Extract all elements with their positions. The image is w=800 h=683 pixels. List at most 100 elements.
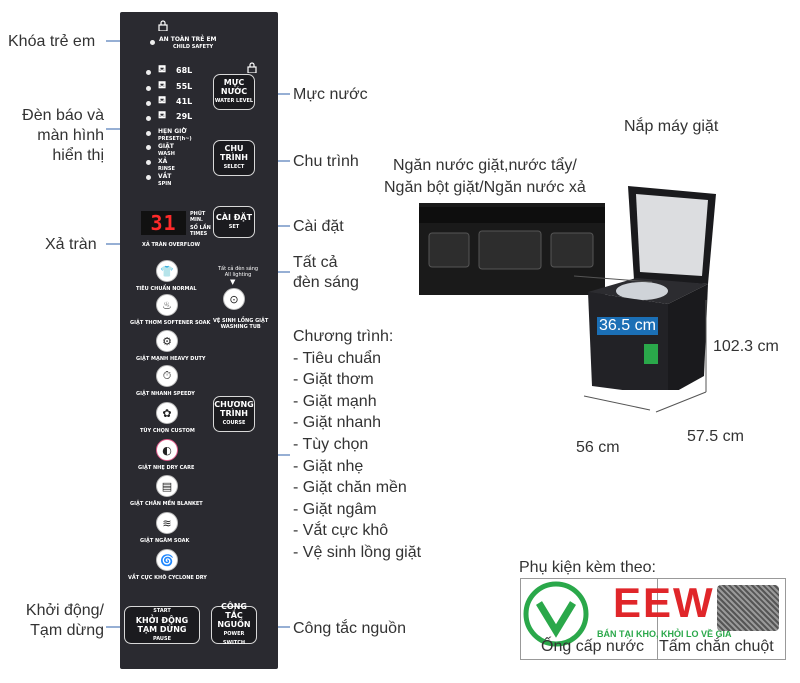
callout-drawer: Ngăn nước giặt,nước tẩy/ Ngăn bột giặt/N… — [384, 155, 586, 199]
overflow-label: XẢ TRÀN OVERFLOW — [142, 242, 200, 248]
program-list-item: - Giặt ngâm — [293, 500, 377, 518]
bucket-icon: ⛾ — [158, 95, 167, 106]
program-list-item: - Giặt mạnh — [293, 392, 377, 410]
dry-care-program-icon: ◐ — [156, 439, 178, 461]
speedy-program-icon: ⏱ — [156, 365, 178, 387]
mouse-guard-image — [717, 585, 779, 631]
spin-led — [146, 175, 151, 180]
program-label: GIẶT NHẸ DRY CARE — [138, 465, 195, 471]
spin-en: SPIN — [158, 181, 172, 187]
callout-programs: Chương trình: - Tiêu chuẩn - Giặt thơm -… — [293, 326, 421, 564]
program-list-item: - Giặt thơm — [293, 371, 374, 389]
heavy-duty-program-icon: ⚙ — [156, 330, 178, 352]
timer-led — [146, 131, 151, 136]
callout-child-lock: Khóa trẻ em — [8, 33, 96, 50]
programs-title: Chương trình: — [293, 328, 394, 345]
dimension-inner-depth: 36.5 cm — [597, 317, 658, 335]
accessory-mouse-guard-label: Tấm chắn chuột — [659, 638, 774, 655]
callout-power-switch: Công tắc nguồn — [293, 620, 406, 637]
program-list-item: - Giặt chăn mền — [293, 479, 407, 497]
softener-program-icon: ♨ — [156, 294, 178, 316]
program-list-item: - Vắt cực khô — [293, 522, 389, 540]
program-label: TIÊU CHUẨN NORMAL — [136, 286, 197, 292]
water-level-29: 29L — [176, 112, 193, 121]
power-switch-button[interactable]: CÔNG TẮC NGUỒN POWER SWITCH — [211, 602, 257, 646]
callout-drawer-line1: Ngăn nước giặt,nước tẩy/ — [392, 157, 577, 174]
control-panel: AN TOÀN TRẺ EM CHILD SAFETY ⛾ 68L ⛾ 55L … — [120, 12, 278, 669]
custom-program-icon: ✿ — [156, 402, 178, 424]
down-arrow-icon: ▼ — [230, 278, 236, 286]
accessories-title: Phụ kiện kèm theo: — [519, 559, 656, 576]
child-safety-led — [150, 40, 155, 45]
callout-all-lights: Tất cả đèn sáng — [293, 253, 359, 293]
bucket-icon: ⛾ — [158, 110, 167, 121]
eew-logo-icon — [523, 581, 589, 647]
bucket-icon: ⛾ — [158, 80, 167, 91]
accessory-hose-label: Ống cấp nước — [541, 638, 645, 655]
washing-machine-image — [588, 186, 716, 390]
lock-icon — [158, 20, 168, 31]
course-button[interactable]: CHƯƠNG TRÌNH COURSE — [213, 396, 255, 432]
program-label: GIẶT THƠM SOFTENER SOAK — [130, 320, 211, 326]
accessories-box: EEW BÁN TẠI KHO, KHỎI LO VỀ GIÁ Ống cấp … — [520, 578, 786, 660]
accessory-divider — [657, 579, 658, 659]
program-label: VẮT CỰC KHÔ CYCLONE DRY — [128, 575, 207, 581]
digital-display: 31 — [141, 211, 186, 235]
callout-setting: Cài đặt — [293, 218, 344, 235]
program-list-item: - Tiêu chuẩn — [293, 349, 382, 367]
callout-water-level: Mực nước — [293, 86, 368, 103]
dimension-height: 102.3 cm — [713, 338, 779, 355]
watermark-text: EEW — [613, 579, 715, 626]
drawer-closeup — [419, 203, 605, 295]
callout-start-line2: Tạm dừng — [30, 622, 104, 639]
callout-all-lights-line2: đèn sáng — [293, 274, 359, 291]
water-level-55: 55L — [176, 82, 193, 91]
timer-en: PRESET(h~) — [158, 136, 192, 142]
blanket-program-icon: ▤ — [156, 475, 178, 497]
callout-overflow: Xả tràn — [45, 236, 97, 253]
callout-drawer-line2: Ngăn bột giặt/Ngăn nước xả — [384, 179, 586, 196]
program-list-item: - Giặt nhanh — [293, 414, 382, 432]
bucket-icon: ⛾ — [158, 64, 167, 75]
rinse-en: RINSE — [158, 166, 175, 172]
program-label: GIẶT CHĂN MỀN BLANKET — [130, 501, 203, 507]
normal-program-icon: 👕 — [156, 260, 178, 282]
water-level-button[interactable]: MỰC NƯỚC WATER LEVEL — [213, 74, 255, 110]
callout-start-pause: Khởi động/ Tạm dừng — [8, 601, 104, 641]
timer-label: HẸN GIỜ — [158, 128, 187, 135]
program-list-item: - Vệ sinh lồng giặt — [293, 543, 422, 561]
child-safety-label: AN TOÀN TRẺ EM — [159, 36, 217, 43]
water-level-led — [146, 86, 151, 91]
program-list-item: - Giặt nhẹ — [293, 457, 364, 475]
spin-label: VẮT — [158, 173, 172, 180]
water-level-41: 41L — [176, 97, 193, 106]
cyclone-dry-program-icon: 🌀 — [156, 549, 178, 571]
callout-all-lights-line1: Tất cả — [293, 254, 338, 271]
set-button[interactable]: CÀI ĐẶT SET — [213, 206, 255, 238]
callout-start-line1: Khởi động/ — [25, 602, 104, 619]
child-safety-en: CHILD SAFETY — [173, 44, 214, 50]
start-pause-button[interactable]: START KHỞI ĐỘNG TẠM DỪNG PAUSE — [124, 606, 200, 644]
tub-clean-icon: ⊙ — [223, 288, 245, 310]
program-label: GIẶT NGÂM SOAK — [140, 538, 190, 544]
program-list-item: - Tùy chọn — [293, 435, 369, 453]
water-level-led — [146, 70, 151, 75]
rinse-led — [146, 160, 151, 165]
program-label: TÙY CHỌN CUSTOM — [140, 428, 195, 434]
cycle-button[interactable]: CHU TRÌNH SELECT — [213, 140, 255, 176]
program-label: GIẶT NHANH SPEEDY — [136, 391, 195, 397]
dimension-width: 56 cm — [576, 439, 620, 456]
wash-led — [146, 145, 151, 150]
water-level-led — [146, 101, 151, 106]
callout-cycle: Chu trình — [293, 153, 359, 170]
callout-indicator-line3: hiển thị — [52, 147, 104, 164]
water-level-68: 68L — [176, 66, 193, 75]
lock-icon — [247, 62, 257, 73]
callout-indicator-line1: Đèn báo và — [22, 107, 104, 124]
wash-label: GIẶT — [158, 143, 174, 150]
program-label: GIẶT MẠNH HEAVY DUTY — [136, 356, 206, 362]
soak-program-icon: ≋ — [156, 512, 178, 534]
